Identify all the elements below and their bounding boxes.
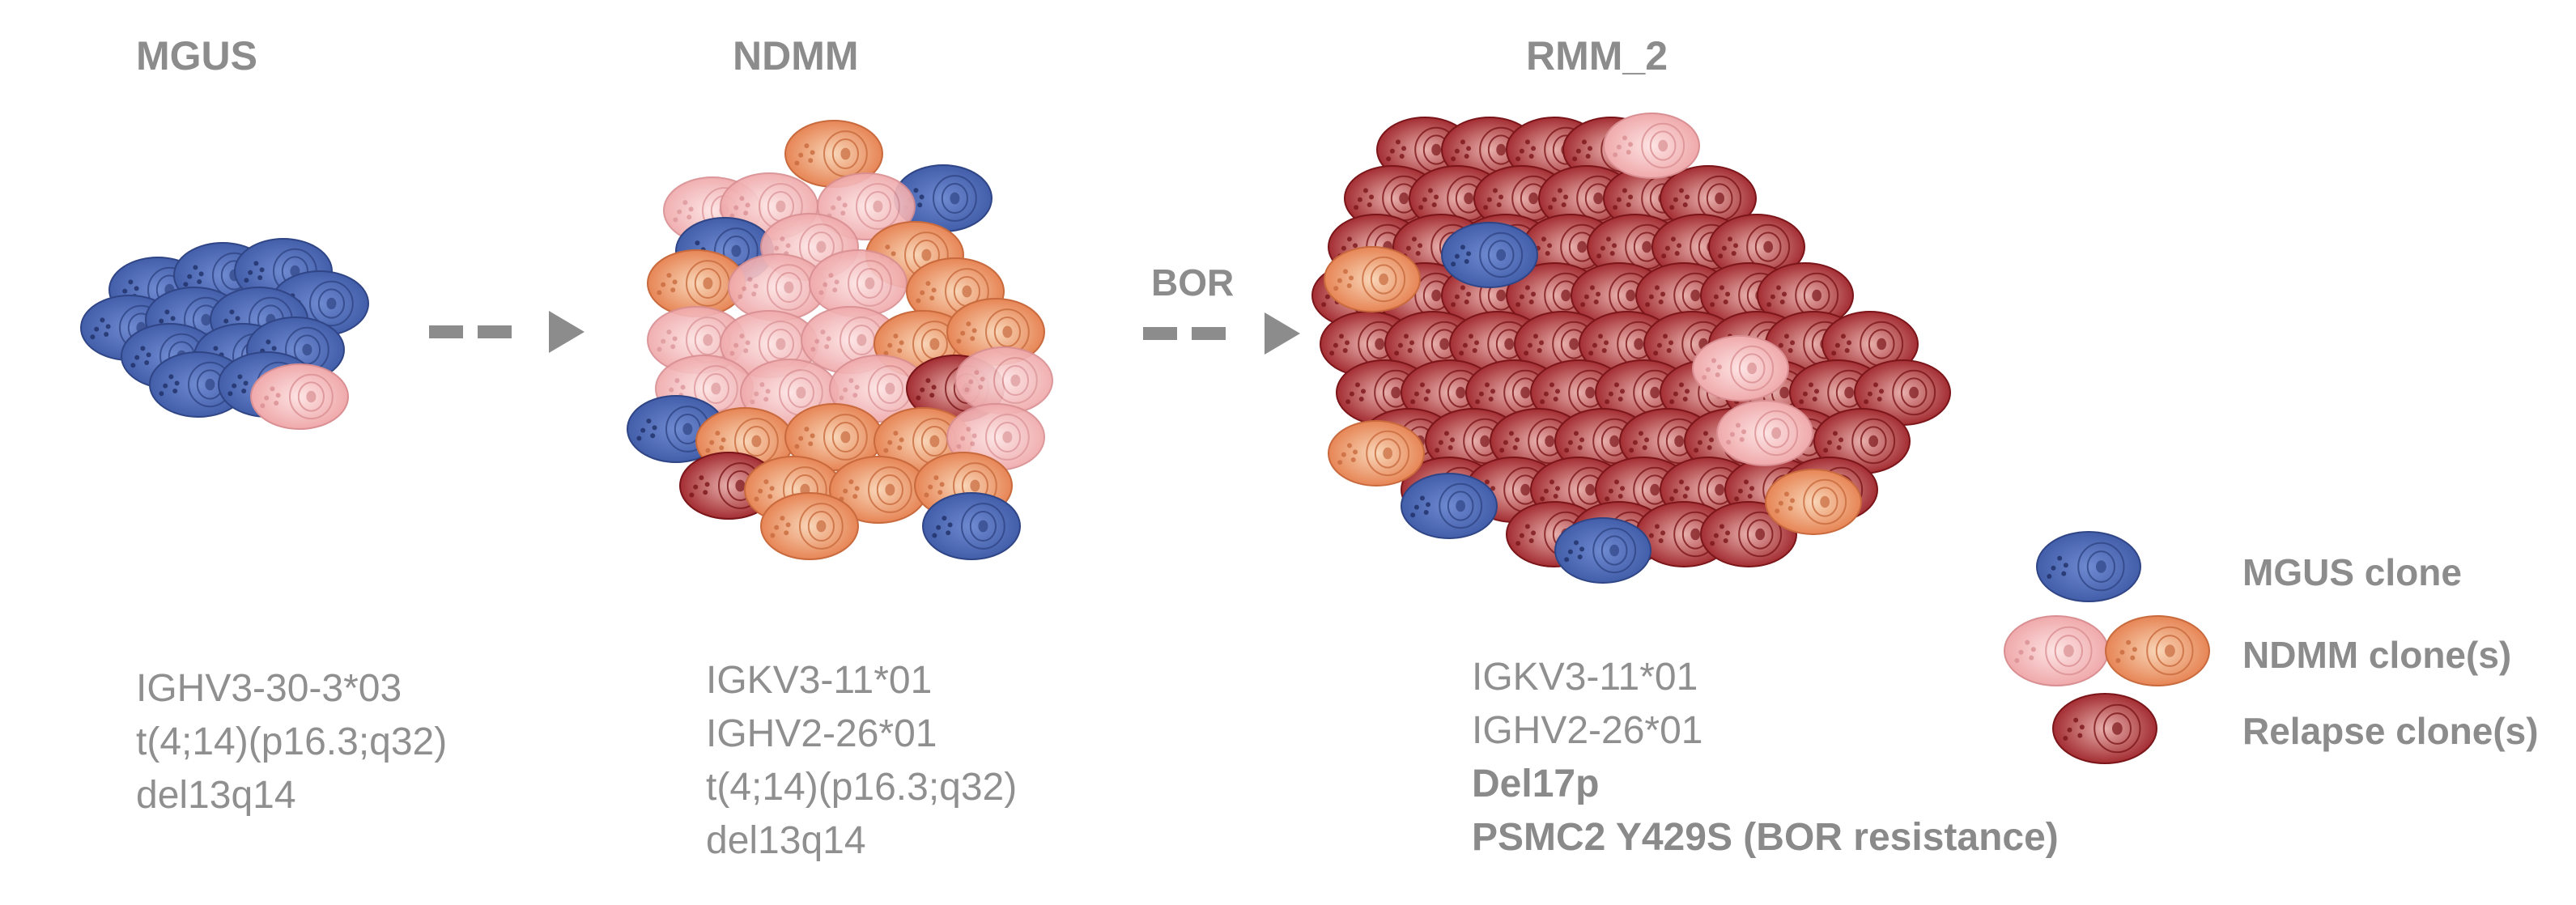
stage-title-ndmm: NDMM	[733, 33, 859, 79]
legend-icons	[2004, 531, 2210, 764]
gene-item: IGHV2-26*01	[706, 712, 937, 755]
mgus-cell-icon	[1401, 473, 1498, 539]
gene-item: IGHV2-26*01	[1472, 709, 1703, 752]
relapse-cell-icon	[2052, 693, 2157, 764]
relapse-cell-icon	[1757, 262, 1854, 329]
relapse-cell-icon	[1708, 214, 1805, 280]
ndmm-orange-cell-icon	[1765, 469, 1862, 535]
arrow-label-bor: BOR	[1151, 261, 1235, 304]
ndmm-orange-cell-icon	[784, 120, 883, 188]
ndmm-pink-cell-icon	[809, 249, 908, 317]
stage-title-mgus: MGUS	[136, 33, 257, 79]
ndmm-orange-cell-icon	[784, 403, 883, 471]
ndmm-pink-cell-icon	[1716, 400, 1813, 466]
mgus-cell-icon	[1554, 517, 1651, 584]
gene-item: del13q14	[706, 819, 866, 862]
ndmm-pink-cell-icon	[1692, 335, 1789, 402]
mgus-cell-icon	[1441, 222, 1538, 288]
legend-label-mgus: MGUS clone	[2242, 551, 2462, 593]
gene-item: IGKV3-11*01	[706, 659, 933, 702]
gene-item: t(4;14)(p16.3;q32)	[136, 720, 448, 763]
progression-arrow-ndmm-to-rmm2	[1143, 312, 1300, 355]
gene-item: IGKV3-11*01	[1472, 656, 1698, 699]
ndmm-orange-cell-icon	[2105, 615, 2210, 686]
ndmm-cell-cluster	[627, 120, 1053, 560]
gene-item-bold: PSMC2 Y429S (BOR resistance)	[1472, 816, 2059, 859]
legend-label-relapse: Relapse clone(s)	[2242, 710, 2539, 752]
mgus-cell-icon	[922, 492, 1021, 560]
gene-list-mgus: IGHV3-30-3*03 t(4;14)(p16.3;q32) del13q1…	[136, 662, 447, 822]
rmm2-cell-cluster	[1311, 113, 1951, 584]
gene-list-rmm2: IGKV3-11*01 IGHV2-26*01 Del17p PSMC2 Y42…	[1472, 651, 2059, 865]
ndmm-orange-cell-icon	[1324, 246, 1421, 312]
gene-list-ndmm: IGKV3-11*01 IGHV2-26*01 t(4;14)(p16.3;q3…	[706, 654, 1017, 868]
gene-item: t(4;14)(p16.3;q32)	[706, 766, 1018, 809]
ndmm-pink-cell-icon	[728, 253, 827, 321]
stage-title-rmm2: RMM_2	[1526, 33, 1668, 79]
ndmm-orange-cell-icon	[760, 492, 859, 560]
ndmm-pink-cell-icon	[829, 355, 928, 423]
gene-item-bold: Del17p	[1472, 763, 1600, 805]
gene-item: IGHV3-30-3*03	[136, 667, 402, 710]
legend-label-ndmm: NDMM clone(s)	[2242, 634, 2512, 676]
gene-item: del13q14	[136, 774, 296, 817]
ndmm-orange-cell-icon	[1328, 420, 1425, 486]
mgus-cell-icon	[2036, 531, 2141, 602]
mgus-cell-cluster	[80, 238, 369, 430]
ndmm-orange-cell-icon	[829, 456, 928, 524]
progression-arrow-mgus-to-ndmm	[429, 311, 584, 353]
progression-arrows	[429, 311, 1300, 355]
ndmm-pink-cell-icon	[1603, 113, 1700, 179]
ndmm-pink-cell-icon	[250, 363, 349, 430]
